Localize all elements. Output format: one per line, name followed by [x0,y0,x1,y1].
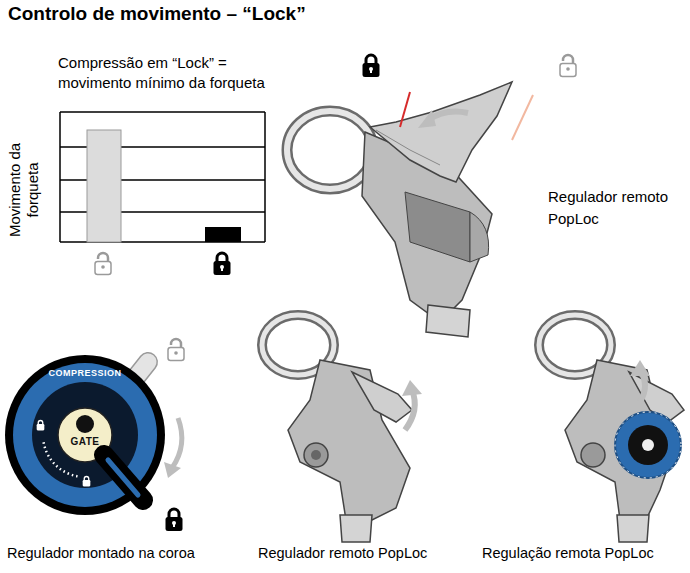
remote-lever-middle-part [352,372,412,422]
title: Controlo de movimento – “Lock” [8,3,306,25]
node-text: GATE [57,436,113,448]
remote-lever-top-part [560,55,576,77]
axis-label: Movimento da forqueta [6,140,42,240]
remote-lever-middle [262,315,422,542]
remote-lever-middle-part [340,515,372,542]
cap-face [58,408,112,462]
remote-adjuster-right-part [615,412,681,478]
remote-lever-middle-part [304,443,328,467]
remote-lever-middle-part [405,390,415,430]
dial-face [32,382,138,488]
remote-lever-top-part [470,212,489,262]
lock-icon [214,253,231,275]
remote-lever-top-part [512,95,533,140]
remote-lever-top-part [426,305,470,337]
caption: Regulador remoto PopLoc [258,545,427,561]
cap-badge [76,415,94,433]
locked-bar [205,227,241,242]
remote-lever-middle-part [288,360,410,520]
bar-chart [60,112,265,275]
remote-lever-middle-part [311,450,321,460]
remote-lever-middle-part [402,380,422,396]
dial-rim [5,355,165,515]
remote-lever-top-part [370,82,512,182]
remote-adjuster-right-part [630,360,650,376]
part-label: Regulador remoto PopLoc [548,186,673,230]
remote-adjuster-right-part [581,443,605,467]
remote-lever-top-part [400,92,410,127]
caption: Regulador montado na coroa [7,545,195,561]
remote-adjuster-right [539,315,684,542]
node-text: COMPRESSION [5,368,165,379]
remote-lever-top [287,55,576,337]
unlock-icon [95,253,111,275]
node-outline [57,407,113,463]
chart-grid [60,112,265,242]
remote-lever-top-part [376,130,440,165]
remote-adjuster-right-part [642,439,654,451]
remote-lever-top-part [418,110,436,128]
remote-adjuster-right-part [628,425,668,465]
gate-cap: GATE [57,407,113,463]
dial-ring [13,363,157,507]
unlocked-bar [87,130,121,242]
crown-dial-details-part [168,339,184,361]
chart-caption: Compressão em “Lock” = movimento mínimo … [58,53,283,93]
crown-dial-details-part [164,462,181,478]
remote-adjuster-right-part [617,515,649,542]
caption: Regulação remota PopLoc [482,545,654,561]
crown-dial-details-part [172,418,182,468]
remote-lever-top-part [287,111,373,189]
remote-adjuster-right-part [615,412,681,478]
remote-lever-top-part [405,192,470,262]
remote-lever-top-part [363,55,380,77]
compression-dial: GATE COMPRESSION [5,355,165,515]
remote-lever-top-part [287,111,373,189]
crown-dial-details-part [166,509,183,531]
